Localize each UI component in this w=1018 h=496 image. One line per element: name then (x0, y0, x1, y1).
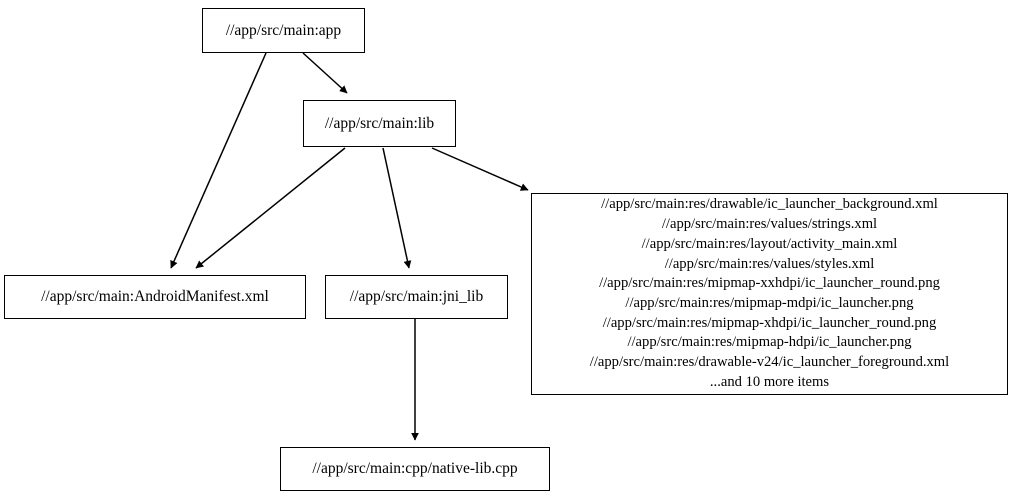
node-jni-lib-label: //app/src/main:jni_lib (349, 288, 484, 306)
node-app[interactable]: //app/src/main:app (202, 8, 365, 53)
node-res-group-label: //app/src/main:res/drawable/ic_launcher_… (589, 196, 950, 390)
node-native-lib-cpp[interactable]: //app/src/main:cpp/native-lib.cpp (280, 447, 550, 491)
node-lib-label: //app/src/main:lib (324, 114, 435, 132)
edge-lib-to-manifest (195, 147, 346, 269)
node-native-lib-cpp-label: //app/src/main:cpp/native-lib.cpp (312, 460, 518, 478)
node-res-group[interactable]: //app/src/main:res/drawable/ic_launcher_… (531, 193, 1008, 395)
edge-app-to-manifest (170, 52, 267, 269)
node-app-label: //app/src/main:app (225, 21, 342, 39)
node-android-manifest-label: //app/src/main:AndroidManifest.xml (41, 288, 269, 306)
edge-lib-to-res-group (431, 147, 529, 191)
node-lib[interactable]: //app/src/main:lib (303, 100, 456, 147)
edge-lib-to-jni-lib (382, 147, 412, 269)
node-jni-lib[interactable]: //app/src/main:jni_lib (325, 275, 508, 319)
edge-app-to-lib (302, 52, 348, 94)
node-android-manifest[interactable]: //app/src/main:AndroidManifest.xml (4, 275, 306, 319)
